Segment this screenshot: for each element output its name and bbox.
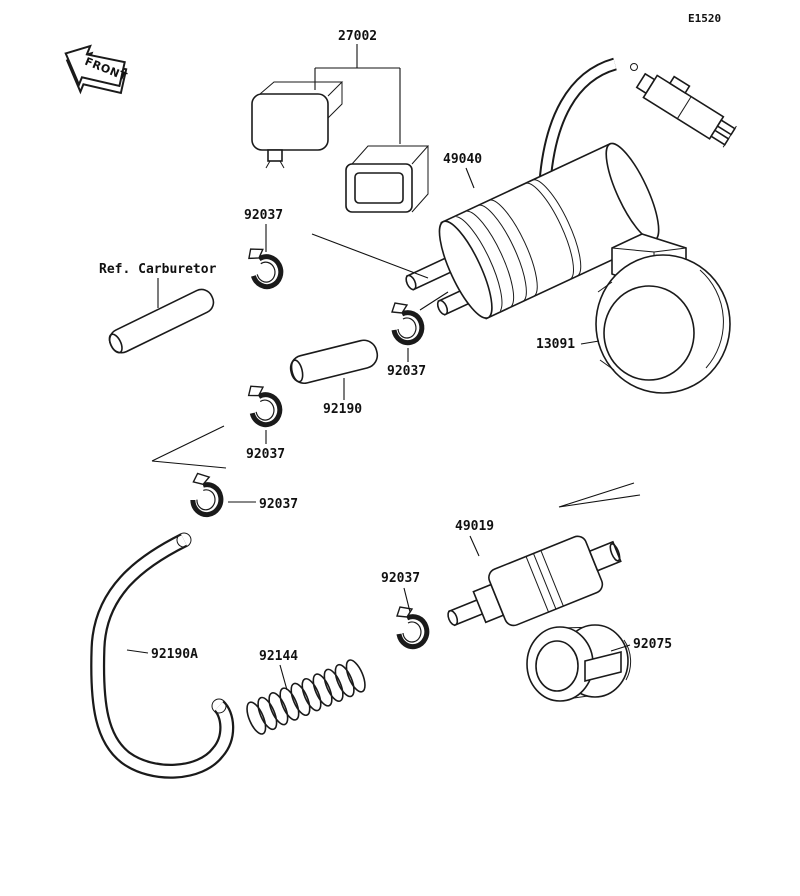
pump-holder [595,233,731,394]
clamp-5 [397,607,427,647]
label-spring: 92144 [259,649,298,664]
label-holder: 13091 [536,337,575,352]
fuel-hose [90,532,235,779]
damper-sleeve [526,624,632,702]
fuel-filter [447,535,622,627]
fuel-pump-hose [538,57,638,183]
front-arrow: FRONT [64,44,129,95]
label-relay-assembly: 27002 [338,29,377,44]
label-clamp-5: 92037 [381,571,420,586]
relay-box [251,81,344,169]
label-damper: 92075 [633,637,672,652]
clamp-2 [392,303,422,343]
label-ref-carburetor: Ref. Carburetor [99,262,217,277]
clamp-4 [189,473,224,516]
label-clamp-4: 92037 [259,497,298,512]
spring [246,659,366,735]
diagram-code: E1520 [688,12,721,25]
fuel-pump [405,142,660,320]
label-hose: 92190A [151,647,198,662]
clamp-1 [248,245,283,288]
label-fuel-filter: 49019 [455,519,494,534]
clamp-3 [248,384,281,426]
label-fuel-pump: 49040 [443,152,482,167]
label-clamp-1: 92037 [244,208,283,223]
label-clamp-3: 92037 [246,447,285,462]
label-clamp-2: 92037 [387,364,426,379]
carburetor-tube [108,288,215,354]
label-tube: 92190 [323,402,362,417]
fuel-tube [289,339,379,385]
relay-bracket-lines [314,44,401,144]
leader-lines [126,167,641,691]
hose-connector [635,72,737,148]
holder-bracket [345,145,430,213]
